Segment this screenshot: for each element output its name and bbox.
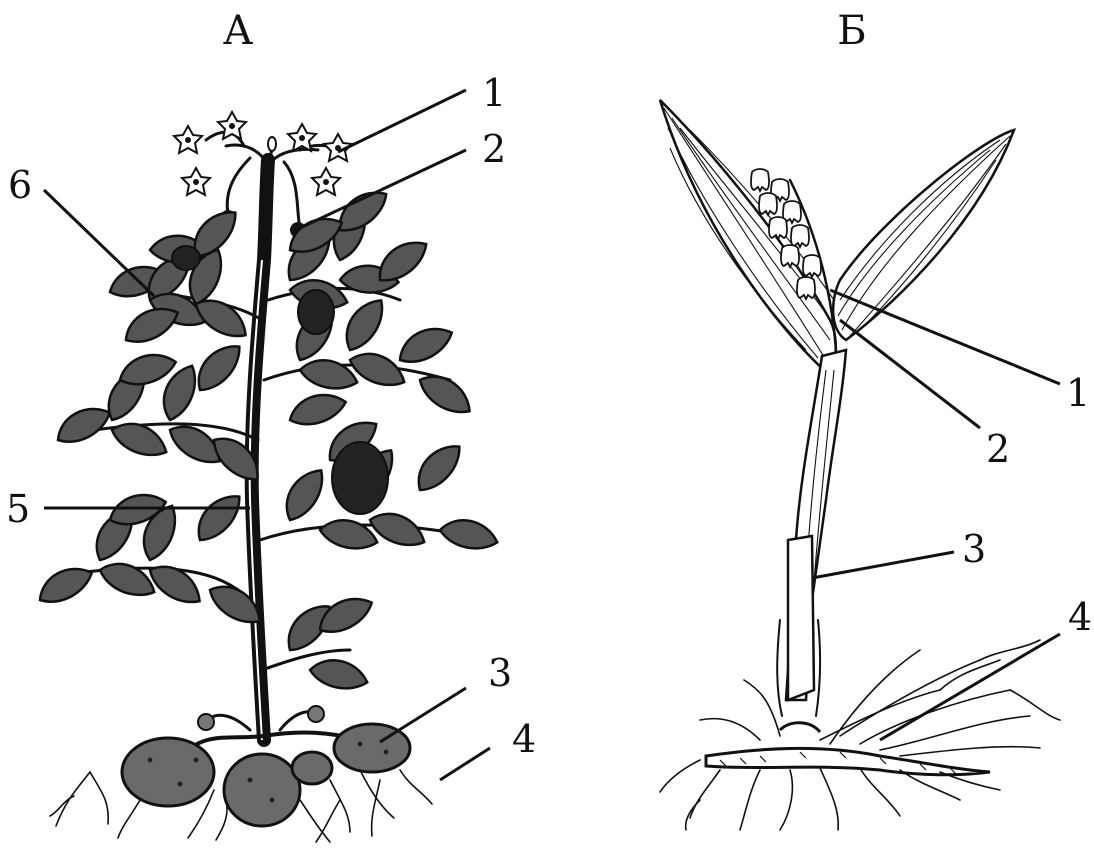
panel-title-potato: А <box>223 8 253 54</box>
potato-tuber <box>224 754 300 826</box>
leader-line-lily-4 <box>880 634 1060 740</box>
label-potato-5: 5 <box>6 487 30 531</box>
panel-title-lily: Б <box>837 8 866 54</box>
label-lily-1: 1 <box>1066 371 1090 415</box>
potato-plant-drawing <box>33 112 501 842</box>
label-lily-3: 3 <box>962 527 986 571</box>
label-lily-4: 4 <box>1068 595 1092 639</box>
label-potato-3: 3 <box>488 651 512 695</box>
label-potato-1: 1 <box>482 71 506 115</box>
leader-line-potato-4 <box>440 748 490 780</box>
potato-plant-panel: А <box>6 8 536 842</box>
leader-line-lily-1 <box>830 290 1060 384</box>
leader-line-potato-1 <box>338 90 466 152</box>
leader-line-lily-3 <box>812 552 954 578</box>
label-potato-4: 4 <box>512 717 536 761</box>
leader-line-lily-2 <box>840 320 980 428</box>
label-potato-2: 2 <box>482 127 506 171</box>
potato-stem <box>252 160 268 740</box>
leader-line-potato-6 <box>44 190 154 296</box>
potato-tuber <box>122 738 214 806</box>
label-lily-2: 2 <box>986 427 1010 471</box>
lily-rhizome <box>706 748 990 774</box>
label-potato-6: 6 <box>8 163 32 207</box>
lily-plant-panel: Б <box>660 8 1092 830</box>
leader-line-potato-3 <box>380 688 466 742</box>
